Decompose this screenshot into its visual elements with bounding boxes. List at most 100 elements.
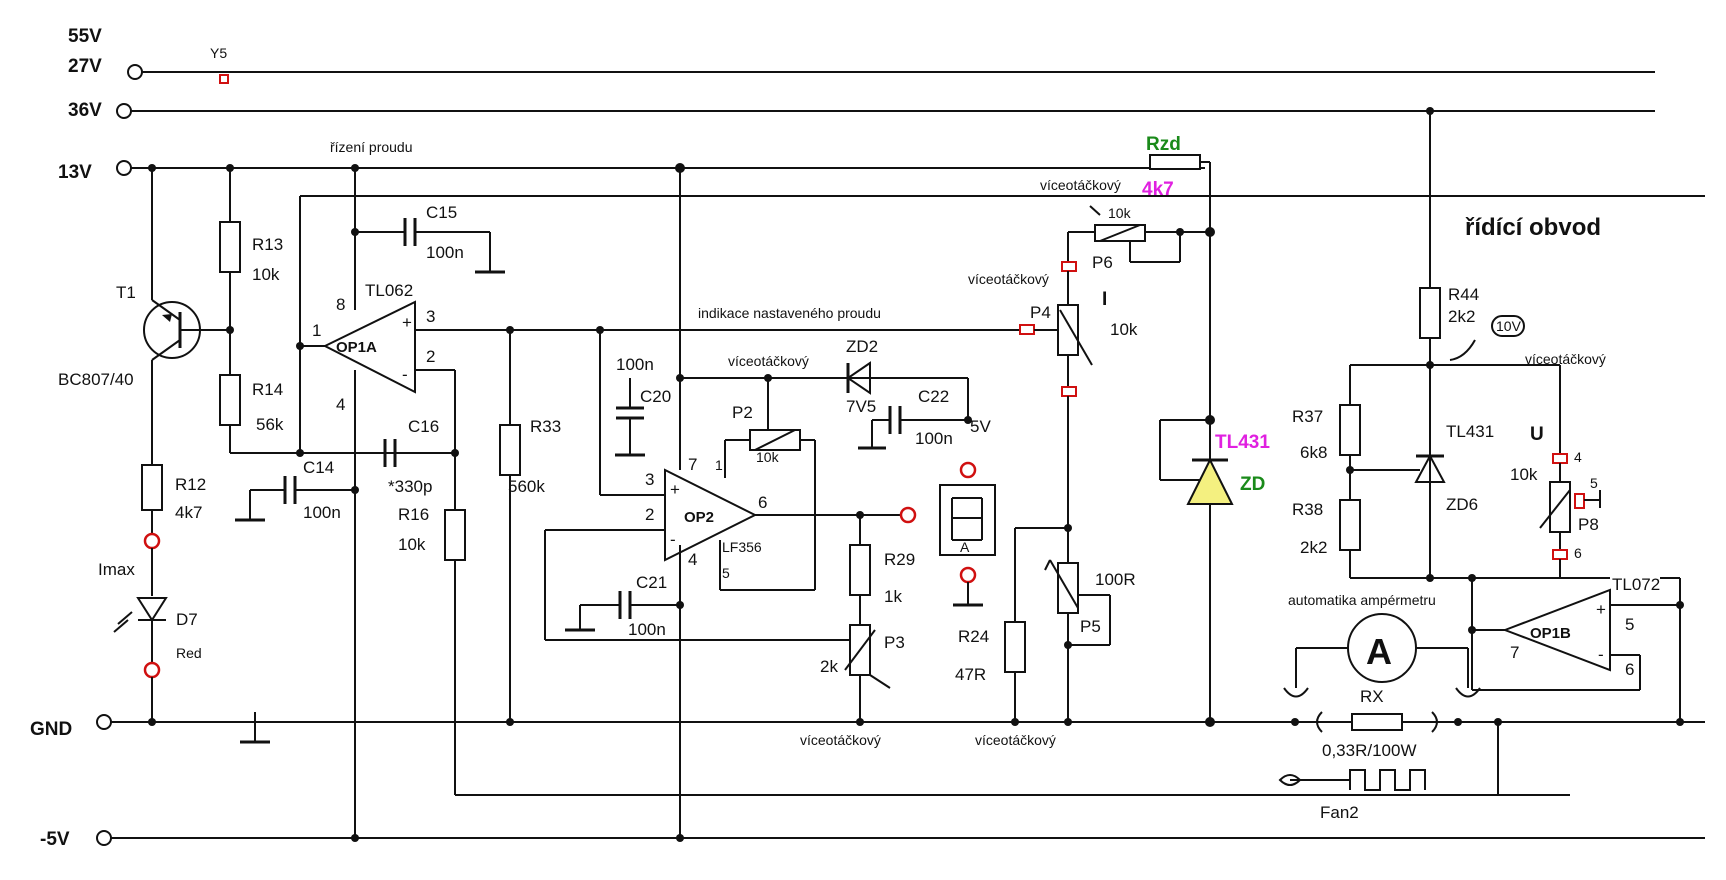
- r13-name: R13: [252, 235, 283, 254]
- op1b-chip: TL072: [1612, 575, 1660, 594]
- r13-value: 10k: [252, 265, 280, 284]
- op2-pin7: 7: [688, 455, 697, 474]
- op1a-pin1: 1: [312, 321, 321, 340]
- r44-resistor: [1419, 287, 1441, 339]
- r12-resistor: [141, 464, 163, 511]
- c20-value: 100n: [616, 355, 654, 374]
- r44-name: R44: [1448, 285, 1479, 304]
- p2-multiturn: víceotáčkový: [728, 353, 809, 369]
- terminal-gnd: [96, 714, 112, 730]
- r14-name: R14: [252, 380, 283, 399]
- op1a-chip: TL062: [365, 281, 413, 300]
- svg-text:-: -: [402, 365, 408, 384]
- op2-chip: LF356: [722, 539, 762, 555]
- p3-name: P3: [884, 633, 905, 652]
- v10-badge: [1491, 315, 1525, 337]
- op1b-name: OP1B: [1530, 625, 1571, 642]
- r29-value: 1k: [884, 587, 902, 606]
- rx-value: 0,33R/100W: [1322, 741, 1417, 760]
- p2-value: 10k: [756, 449, 780, 465]
- op1a-pin2: 2: [426, 347, 435, 366]
- p4-name: P4: [1030, 303, 1051, 322]
- r24-value: 47R: [955, 665, 986, 684]
- op1b-opamp: [1502, 588, 1611, 672]
- p4-multiturn: víceotáčkový: [968, 271, 1049, 287]
- r37-value: 6k8: [1300, 443, 1327, 462]
- t1-type: BC807/40: [58, 370, 134, 389]
- d7-name: D7: [176, 610, 198, 629]
- c16-value: *330p: [388, 477, 432, 496]
- t1-name: T1: [116, 283, 136, 302]
- zd2-zener: [846, 361, 871, 395]
- v5-label: 5V: [970, 417, 991, 436]
- p5-value: 100R: [1095, 570, 1136, 589]
- op1a-section: řízení proudu C15 100n OP1A TL062 + - 1 …: [235, 139, 1570, 842]
- op2-pin4: 4: [688, 550, 697, 569]
- ammeter-auto-heading: automatika ampérmetru: [1288, 592, 1436, 608]
- zd6-tl431: [1414, 453, 1446, 483]
- op1a-opamp: [322, 300, 416, 394]
- seven-segment-display: [939, 484, 996, 556]
- svg-text:+: +: [670, 480, 680, 499]
- svg-text:-: -: [670, 530, 676, 549]
- op2-opamp: [664, 468, 758, 562]
- r12-value: 4k7: [175, 503, 202, 522]
- p3-multiturn: víceotáčkový: [800, 732, 881, 748]
- control-circuit-section: řídící obvod R44 2k2 10V víceotáčkový R3…: [1292, 107, 1684, 726]
- r38-value: 2k2: [1300, 538, 1327, 557]
- rx-name: RX: [1360, 687, 1384, 706]
- r33-name: R33: [530, 417, 561, 436]
- imax-label: Imax: [98, 560, 135, 579]
- p8-value: 10k: [1510, 465, 1538, 484]
- imax-test-point-top: [143, 532, 161, 550]
- rail-27v-label: 27V: [68, 56, 102, 77]
- c15-name: C15: [426, 203, 457, 222]
- c14-name: C14: [303, 458, 334, 477]
- r29-name: R29: [884, 550, 915, 569]
- c20-name: C20: [640, 387, 671, 406]
- display-ammeter-glyph: A: [960, 539, 970, 555]
- rzd-value: 4k7: [1142, 179, 1174, 200]
- rail-36v-label: 36V: [68, 100, 102, 121]
- p8-pin5: 5: [1590, 475, 1598, 491]
- rzd-resistor: [1149, 154, 1201, 170]
- op1b-pin5: 5: [1625, 615, 1634, 634]
- c16-name: C16: [408, 417, 439, 436]
- p6-name: P6: [1092, 253, 1113, 272]
- y5-label: Y5: [210, 45, 227, 61]
- p4-test-point: [1019, 324, 1035, 335]
- c22-name: C22: [918, 387, 949, 406]
- rx-shunt: [1351, 713, 1403, 731]
- rzd-name: Rzd: [1146, 134, 1181, 155]
- p5-trimmer: [1057, 562, 1079, 614]
- r14-resistor: [219, 374, 241, 426]
- terminal-27v: [127, 64, 143, 80]
- p6-test-point: [1061, 261, 1077, 272]
- display-return-test-point: [959, 566, 977, 584]
- r16-name: R16: [398, 505, 429, 524]
- r16-resistor: [444, 509, 466, 561]
- r33-value: 560k: [508, 477, 545, 496]
- c22-value: 100n: [915, 429, 953, 448]
- power-rails: 55V 27V 36V 13V GND -5V Y5: [30, 26, 1705, 850]
- op1a-pin4: 4: [336, 395, 345, 414]
- p3-value: 2k: [820, 657, 838, 676]
- fan-label: Fan2: [1320, 803, 1359, 822]
- op2-pin6: 6: [758, 493, 767, 512]
- p6-multiturn: víceotáčkový: [1040, 177, 1121, 193]
- r16-value: 10k: [398, 535, 426, 554]
- p8-label: U: [1530, 424, 1544, 445]
- imax-test-point-bottom: [143, 661, 161, 679]
- r29-resistor: [849, 544, 871, 596]
- p6-value: 10k: [1108, 205, 1132, 221]
- r14-value: 56k: [256, 415, 284, 434]
- p8-pin6: 6: [1574, 545, 1582, 561]
- zd-name: ZD: [1240, 474, 1265, 495]
- current-indication-heading: indikace nastaveného proudu: [698, 305, 881, 321]
- p8-multiturn: víceotáčkový: [1525, 351, 1606, 367]
- zd2-name: ZD2: [846, 337, 878, 356]
- y5-test-point: [219, 74, 229, 84]
- r12-name: R12: [175, 475, 206, 494]
- zd6-chip: TL431: [1446, 422, 1494, 441]
